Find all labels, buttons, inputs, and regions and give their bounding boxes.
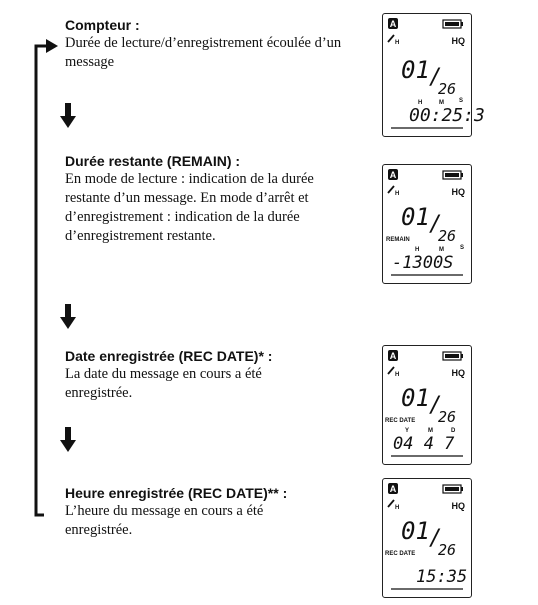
lcd-screen: A H HQ 01 / 26 REC DATE 15:35 [385,483,467,590]
folder-label: A [390,170,397,180]
total-messages: 26 [438,541,456,559]
section-description: L’heure du message en cours a été enregi… [65,503,264,538]
mode-label: HQ [452,36,466,46]
section-heading: Compteur : [65,17,140,33]
unit-d: D [451,428,456,434]
lcd-display: A H HQ 01 / 26 H M S 00:25:3 [382,13,485,137]
folder-badge [388,483,398,494]
mode-label: HQ [452,187,466,197]
battery-icon [442,170,463,180]
message-number: 01 [401,384,430,412]
mode-indicator-label: REMAIN [386,237,410,243]
mic-sensitivity-icon: H [387,366,399,378]
unit-m: M [439,247,444,253]
mode-label: HQ [452,501,466,511]
section-description: Durée de lecture/d’enregistrement écoulé… [65,35,342,70]
battery-icon [442,484,463,494]
folder-label: A [390,351,397,361]
lcd-screen: A H HQ 01 / 26 H M S 00:25:3 [387,18,485,129]
folder-label: A [390,19,397,29]
section-description: En mode de lecture : indication de la du… [65,171,314,244]
slash-glyph: / [429,393,442,418]
counter-readout: 00:25:3 [409,105,485,126]
slash-glyph: / [429,212,442,237]
remain-readout: -1300S [392,253,453,273]
unit-s: S [459,98,463,104]
section-heading: Date enregistrée (REC DATE)* : [65,348,273,364]
unit-h: H [415,247,419,253]
message-number: 01 [401,56,430,84]
down-arrow-icon [60,304,76,329]
section-heading: Heure enregistrée (REC DATE)** : [65,485,288,501]
lcd-display: A H HQ 01 / 26 REC DATE Y M D 04 4 7 [382,345,472,465]
section-remain: Durée restante (REMAIN) : En mode de lec… [65,152,365,246]
slash-glyph: / [429,65,442,90]
mic-sensitivity-icon: H [387,34,399,46]
lcd-display: A H HQ 01 / 26 REMAIN H M S -1300S [382,164,472,284]
folder-badge [388,18,398,29]
time-readout: 15:35 [416,567,467,587]
total-messages: 26 [438,227,456,245]
loop-back-arrow [34,39,58,517]
down-arrow-icon [60,427,76,452]
down-arrow-icon [60,103,76,128]
lcd-screen: A H HQ 01 / 26 REMAIN H M S -1300S [386,169,466,276]
section-counter: Compteur : Durée de lecture/d’enregistre… [65,16,365,72]
folder-badge [388,350,398,361]
message-number: 01 [401,203,430,231]
section-rec-time: Heure enregistrée (REC DATE)** : L’heure… [65,484,365,540]
svg-text:H: H [395,372,399,378]
lcd-display: A H HQ 01 / 26 REC DATE 15:35 [382,478,472,598]
slash-glyph: / [429,526,442,551]
folder-badge [388,169,398,180]
section-rec-date: Date enregistrée (REC DATE)* : La date d… [65,347,365,403]
svg-text:H: H [395,505,399,511]
battery-icon [442,19,463,29]
svg-text:H: H [395,191,399,197]
mode-label: HQ [452,368,466,378]
section-heading: Durée restante (REMAIN) : [65,153,241,169]
date-readout: 04 4 7 [393,434,455,454]
unit-m: M [439,100,444,106]
mode-indicator-label: REC DATE [385,418,415,424]
lcd-screen: A H HQ 01 / 26 REC DATE Y M D 04 4 7 [385,350,466,457]
unit-s: S [460,245,464,251]
message-number: 01 [401,517,430,545]
battery-icon [442,351,463,361]
mic-sensitivity-icon: H [387,499,399,511]
section-description: La date du message en cours a été enregi… [65,366,262,401]
mode-indicator-label: REC DATE [385,551,415,557]
svg-text:H: H [395,40,399,46]
unit-m: M [428,428,433,434]
folder-label: A [390,484,397,494]
unit-h: H [418,100,422,106]
mic-sensitivity-icon: H [387,185,399,197]
unit-y: Y [405,428,409,434]
total-messages: 26 [438,80,456,98]
total-messages: 26 [438,408,456,426]
